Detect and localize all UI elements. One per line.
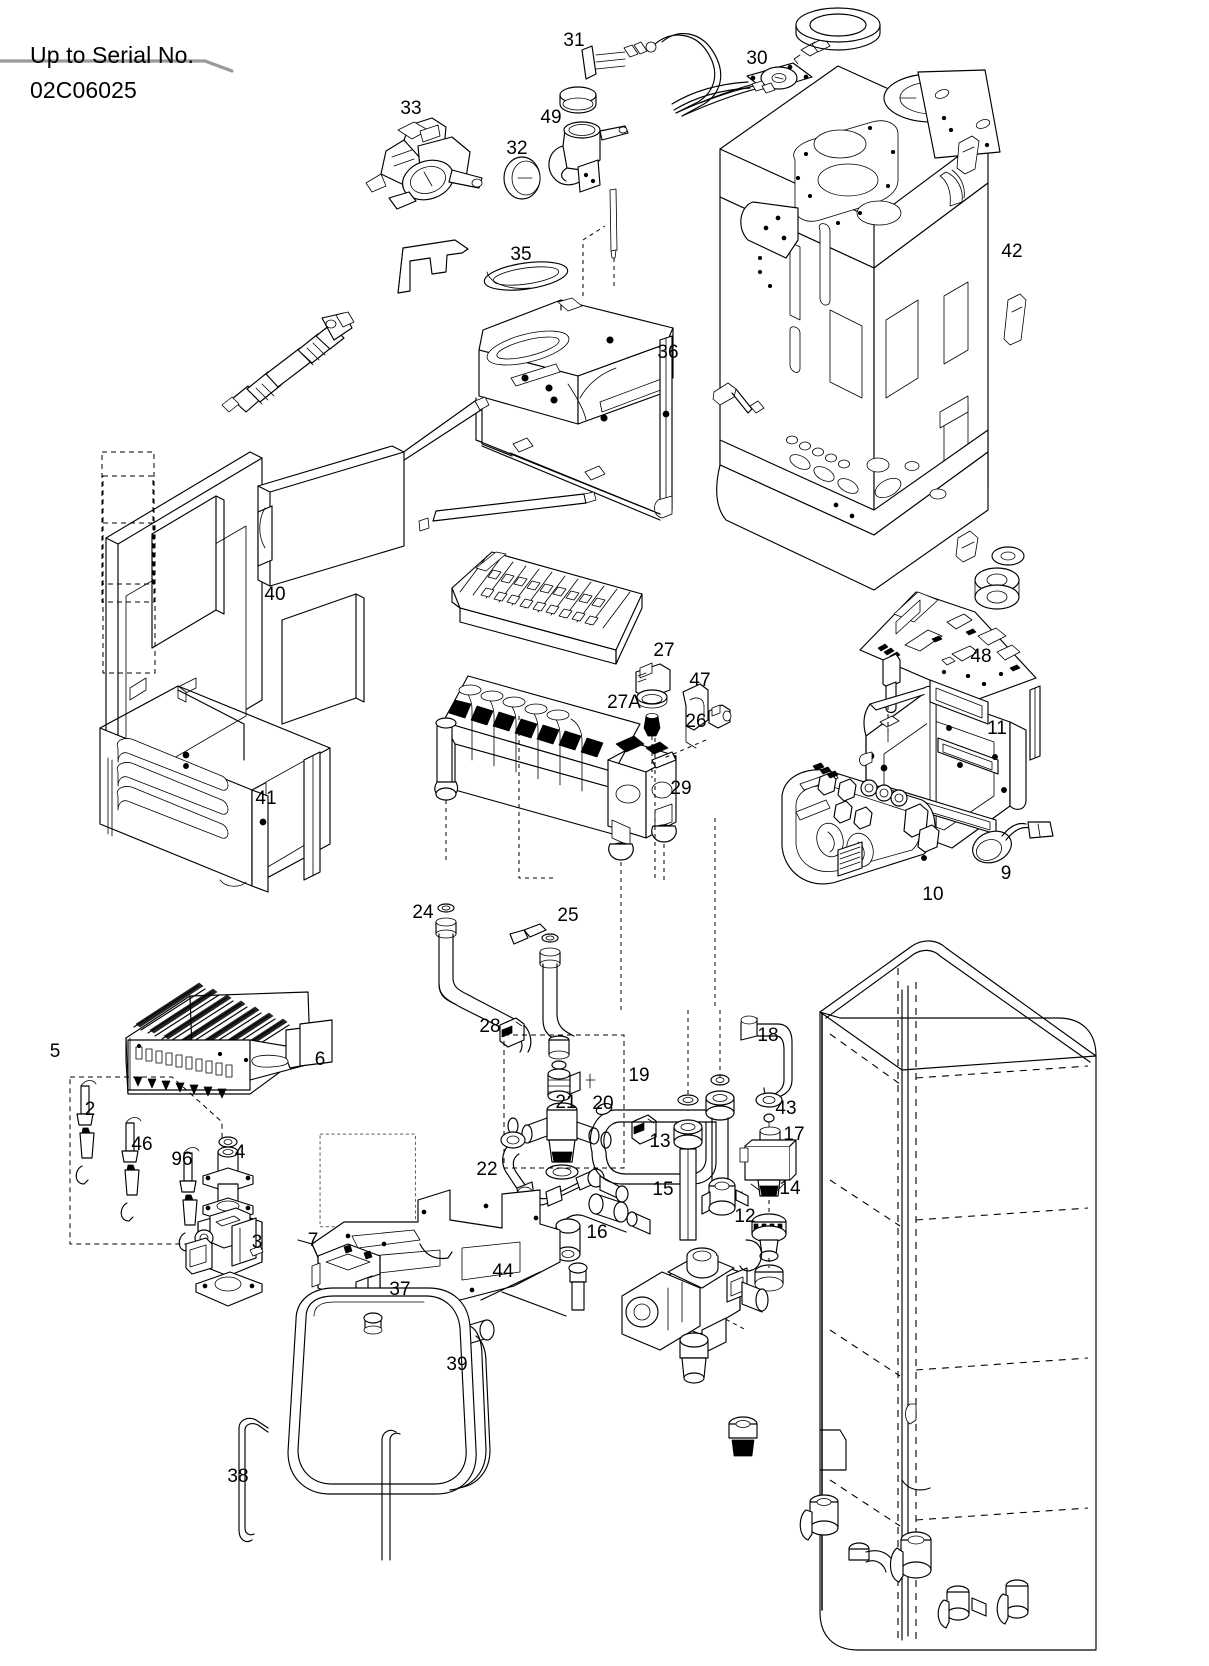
callout-4: 4 (235, 1142, 246, 1163)
part-38-vessel-retaining-strap (238, 1417, 269, 1543)
valve-cluster-right (701, 1177, 749, 1216)
part-21-automatic-air-vent (101, 451, 612, 1228)
callout-28: 28 (479, 1016, 500, 1037)
callout-26: 26 (685, 711, 706, 732)
callout-7: 7 (308, 1230, 319, 1251)
callout-14: 14 (779, 1178, 801, 1199)
callout-22: 22 (476, 1159, 497, 1180)
part-4-gas-injector-manifold (202, 1136, 254, 1223)
fastener-group-right (955, 530, 1025, 610)
callout-42: 42 (1001, 241, 1022, 262)
callout-47: 47 (689, 670, 710, 691)
part-49-venturi-flue-collector (548, 86, 629, 296)
mounting-bracket-small (397, 239, 469, 294)
callout-38: 38 (227, 1466, 248, 1487)
callout-11: 11 (987, 718, 1007, 739)
callout-46: 46 (131, 1134, 152, 1155)
part-14-flow-restrictor (751, 1213, 787, 1262)
callout-5: 5 (50, 1041, 61, 1062)
callout-27: 27 (653, 640, 674, 661)
riser-pipe-right (705, 1010, 743, 1204)
part-19-cold-inlet-pipe (589, 1102, 717, 1185)
callout-31: 31 (563, 30, 584, 51)
callout-30: 30 (746, 48, 767, 69)
part-18-dhw-connection-pipe (740, 1015, 793, 1108)
part-42-main-chassis-frame (712, 65, 1027, 591)
callout-32: 32 (506, 138, 527, 159)
callout-2: 2 (85, 1099, 96, 1120)
group-box-21 (503, 1034, 625, 1169)
flue-baffle-grate (451, 551, 643, 665)
part-17-diverter-valve-actuator (739, 1126, 797, 1218)
callout-12: 12 (734, 1206, 755, 1227)
callout-48: 48 (970, 646, 991, 667)
callout-35: 35 (510, 244, 531, 265)
callout-18: 18 (757, 1025, 778, 1046)
part-27A-thermostat-pocket (643, 713, 661, 778)
part-40-insulation-panel-set (105, 445, 405, 787)
part-10-control-panel-fascia (781, 762, 940, 885)
callout-19: 19 (628, 1065, 649, 1086)
part-30-air-pressure-switch (671, 37, 831, 111)
header-rule (0, 59, 234, 73)
callout-16: 16 (586, 1222, 607, 1243)
part-36-combustion-chamber-hood (382, 297, 674, 532)
part-28-pipe-clip (499, 1017, 525, 1048)
callout-33: 33 (400, 98, 421, 119)
part-9-temperature-knob-lead (972, 821, 1054, 864)
part-13-union-nut (673, 1010, 703, 1241)
callout-41: 41 (255, 788, 276, 809)
callout-20: 20 (592, 1093, 613, 1114)
callout-17: 17 (783, 1124, 804, 1145)
callout-29: 29 (670, 778, 691, 799)
part-27-overheat-thermostat (635, 662, 671, 709)
part-47-sensor-retaining-clip (682, 683, 709, 749)
part-5-electrode-set (69, 1076, 223, 1252)
flue-elbow-top (795, 7, 881, 51)
callout-layer: 31 30 33 49 32 42 35 36 40 48 27 47 27A … (50, 30, 1023, 1487)
part-16-elbow-connector (555, 1193, 651, 1311)
part-3-gas-valve (185, 1207, 264, 1307)
gas-hose-assembly (221, 311, 355, 413)
pump-assembly (621, 1239, 769, 1384)
callout-44: 44 (492, 1261, 514, 1282)
part-35-flue-seal-gasket (483, 261, 569, 291)
callout-40: 40 (264, 584, 285, 605)
part-2-ignition-electrode (75, 1080, 97, 1185)
callout-10: 10 (922, 884, 943, 905)
callout-3: 3 (252, 1232, 263, 1253)
part-32-blanking-cap (503, 156, 541, 200)
outer-casing (819, 940, 1097, 1651)
callout-15: 15 (652, 1179, 673, 1200)
callout-27A: 27A (607, 692, 641, 713)
callout-37: 37 (389, 1279, 410, 1300)
callout-43: 43 (775, 1098, 796, 1119)
callout-49: 49 (540, 107, 561, 128)
part-39-expansion-vessel (287, 1287, 491, 1561)
part-33-fan-assembly (365, 117, 483, 210)
callout-6: 6 (315, 1049, 326, 1070)
callout-96: 96 (171, 1149, 192, 1170)
callout-36: 36 (657, 342, 678, 363)
part-43-retaining-clip (763, 1113, 775, 1129)
callout-13: 13 (649, 1131, 670, 1152)
bottom-fittings (728, 1416, 1029, 1629)
part-25-return-pipe (509, 923, 575, 1043)
part-6-burner-assembly (125, 982, 333, 1099)
part-12-pressure-relief-valve (754, 1258, 784, 1292)
callout-9: 9 (1001, 863, 1012, 884)
part-41-combustion-chamber-front (99, 685, 331, 893)
part-46-detection-electrode (120, 1117, 142, 1222)
callout-25: 25 (557, 905, 578, 926)
callout-21: 21 (555, 1092, 576, 1113)
part-22-bypass-pipe (500, 1131, 629, 1207)
part-48-printed-circuit-board (859, 591, 1037, 714)
callout-24: 24 (412, 902, 434, 923)
part-26-ntc-sensor (663, 704, 732, 759)
callout-39: 39 (446, 1354, 467, 1375)
page-title: Up to Serial No. 02C06025 (30, 42, 194, 103)
part-29-main-heat-exchanger (434, 675, 716, 1010)
